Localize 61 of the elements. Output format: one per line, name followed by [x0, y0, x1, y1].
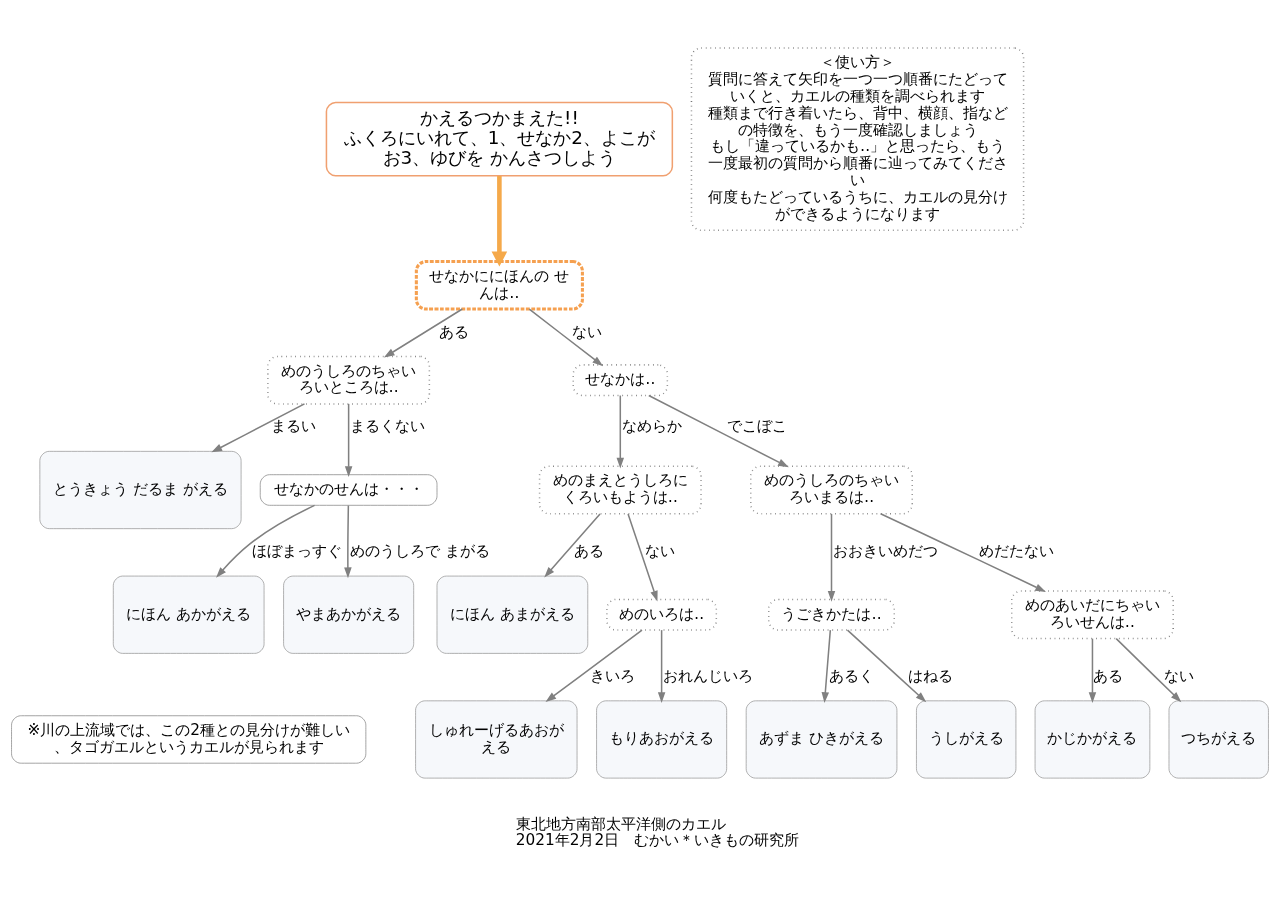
edge-label: ある: [573, 541, 604, 560]
edge-label: めのうしろで まがる: [350, 541, 491, 560]
edge-label: きいろ: [589, 666, 635, 685]
node-box: めのまえとうしろにくろいもようは‥: [538, 465, 702, 514]
edge-label: でこぼこ: [727, 416, 788, 435]
arrow: [528, 307, 604, 366]
node-box: ※川の上流域では、この2種との見分けが難しい、タゴガエルというカエルが見られます: [11, 714, 367, 764]
node-box: めのうしろのちゃいろいところは‥: [267, 355, 431, 405]
arrow: [344, 402, 353, 477]
arrow: [211, 402, 306, 452]
arrow: [648, 394, 789, 467]
arrow: [344, 504, 352, 578]
arrow: [879, 512, 1046, 592]
node-box: かえるつかまえた!! ふくろにいれて、1、せなか2、よこがお3、ゆびを かんさつしよう: [325, 101, 674, 177]
arrow: [821, 628, 832, 703]
arrow: [545, 628, 643, 702]
edge-label: おれんじいろ: [663, 666, 754, 685]
node-box: せなかににほんの せんは‥: [414, 259, 584, 311]
arrow: [616, 394, 625, 468]
arrow: [657, 628, 666, 703]
node-box: もりあおがえる: [596, 699, 728, 778]
edge-label: はねる: [908, 666, 954, 685]
node-box: うごきかたは‥: [768, 598, 896, 631]
node-box: めのいろは‥: [606, 598, 718, 631]
label: 2021年2月2日 むかい＊いきもの研究所: [515, 830, 800, 849]
arrow: [491, 175, 508, 266]
label: 東北地方南部太平洋側のカエル: [515, 814, 726, 833]
arrow: [827, 512, 836, 602]
node-box: しゅれーげるあおがえる: [415, 699, 578, 778]
edge-label: あるく: [828, 666, 874, 685]
node-box: うしがえる: [916, 699, 1017, 778]
node-box: せなかのせんは・・・: [259, 473, 438, 506]
edge-label: ない: [572, 322, 603, 341]
node-box: にほん あかがえる: [112, 575, 265, 654]
arrow: [383, 307, 464, 358]
edge-label: ない: [1164, 666, 1195, 685]
arrow: [846, 628, 927, 702]
node-box: つちがえる: [1168, 699, 1269, 778]
node-box: ＜使い方＞ 質問に答えて矢印を一つ一つ順番にたどっていくと、カエルの種類を調べられます 種類まで行き着いたら、背中、横顔、指などの特徴を、もう一度確認しましょう もし「違っているかも‥」と思ったら、もう一度最初の質問から順番に辿ってみてください 何度もたどっているうちに、カエルの見分けができるようになります: [690, 46, 1025, 231]
node-box: とうきょう だるま がえる: [39, 450, 242, 529]
edge-label: ない: [644, 541, 675, 560]
edge-label: まるい: [270, 416, 316, 435]
edge-label: おおきいめだつ: [833, 541, 939, 560]
node-box: せなかは‥: [572, 363, 669, 396]
node-box: かじかがえる: [1034, 699, 1151, 778]
edge-label: ある: [1093, 666, 1124, 685]
edge-label: まるくない: [350, 416, 426, 435]
edge-label: なめらか: [621, 416, 682, 435]
node-box: めのあいだにちゃいろいせんは‥: [1010, 589, 1174, 639]
arrow: [544, 512, 601, 578]
node-box: にほん あまがえる: [436, 575, 589, 654]
edge-label: めだたない: [979, 541, 1055, 560]
node-box: あずま ひきがえる: [745, 699, 898, 778]
edge-label: ある: [438, 322, 469, 341]
arrow: [1088, 637, 1097, 703]
arrow: [627, 512, 658, 602]
edge-label: ほぼまっすぐ: [251, 541, 342, 560]
arrow: [1115, 637, 1182, 702]
node-box: やまあかがえる: [283, 575, 415, 654]
node-box: めのうしろのちゃいろいまるは‥: [750, 465, 913, 514]
arrow: [216, 504, 316, 578]
